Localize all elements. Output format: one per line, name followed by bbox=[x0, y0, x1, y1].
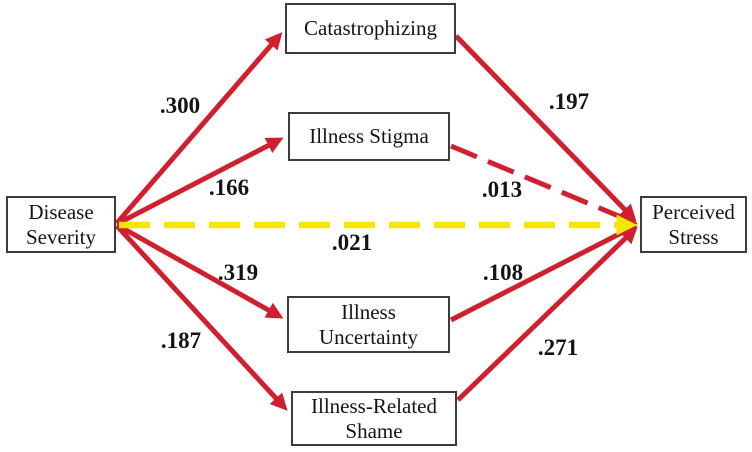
arrow-severity-to-stigma bbox=[115, 137, 284, 227]
coefficient-severity-catastrophizing: .300 bbox=[159, 93, 201, 118]
coefficient-severity-stigma: .166 bbox=[208, 175, 250, 200]
node-illness-stigma: Illness Stigma bbox=[288, 112, 450, 161]
arrow-severity-to-uncertainty bbox=[115, 222, 284, 319]
arrow-severity-to-shame bbox=[115, 224, 288, 411]
arrow-severity-to-catastrophizing bbox=[115, 32, 283, 225]
node-illness-uncertainty: Illness Uncertainty bbox=[287, 296, 450, 353]
coefficient-stigma-stress: .013 bbox=[481, 177, 523, 202]
coefficient-catastrophizing-stress: .197 bbox=[548, 89, 590, 114]
node-perceived-stress: Perceived Stress bbox=[640, 196, 747, 253]
arrow-stigma-to-stress-dashed bbox=[450, 143, 638, 226]
node-illness-related-shame: Illness-Related Shame bbox=[291, 391, 457, 446]
coefficient-severity-uncertainty: .319 bbox=[217, 260, 259, 285]
coefficient-severity-stress-direct: .021 bbox=[331, 230, 373, 255]
arrow-shame-to-stress bbox=[456, 226, 638, 402]
arrow-catastrophizing-to-stress bbox=[454, 34, 637, 222]
coefficient-uncertainty-stress: .108 bbox=[482, 260, 524, 285]
coefficient-severity-shame: .187 bbox=[160, 328, 202, 353]
coefficient-shame-stress: .271 bbox=[537, 335, 579, 360]
arrow-uncertainty-to-stress bbox=[449, 224, 638, 323]
node-disease-severity: Disease Severity bbox=[6, 196, 116, 253]
node-catastrophizing: Catastrophizing bbox=[285, 3, 456, 54]
